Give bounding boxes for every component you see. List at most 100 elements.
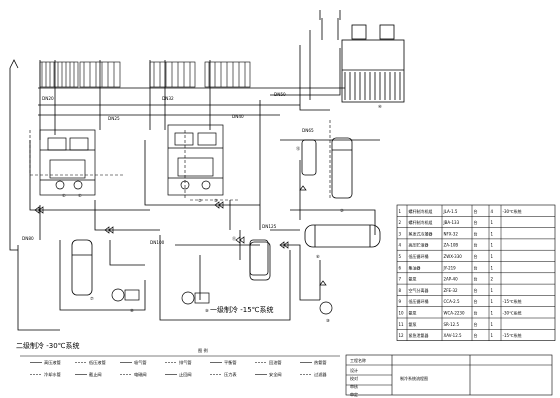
equipment-table-cell: 台 [474,264,478,270]
system-30-label: 二级制冷 -30℃系统 [16,341,80,350]
equipment-table-cell: JY-219 [443,265,457,270]
equipment-table-cell: ZA-10B [444,243,459,248]
top-manifold-1 [39,61,121,88]
equipment-table-cell: 低压循环桶 [409,298,429,304]
equipment-table-cell: 12 [399,333,405,338]
equipment-table-cell: 1 [491,265,494,270]
equipment-table-cell: 螺杆制冷机组 [409,219,433,225]
component-marker: ⑩ [326,318,330,323]
equipment-table-cell: 台 [474,287,478,293]
evaporative-condenser [341,24,405,103]
equipment-table-cell: 1 [491,299,494,304]
legend-item: 回油管 [269,359,282,366]
equipment-table-cell: 10 [399,311,405,316]
component-marker: ⑪ [232,235,237,242]
legend-item: 安全阀 [269,371,282,378]
piping [9,10,380,331]
equipment-table-cell: 台 [474,253,478,259]
component-marker: ⑫ [296,145,301,152]
equipment-table-cell: 氨泵 [409,276,417,282]
equipment-table-cell: 4 [491,209,494,214]
component-marker: ① [62,193,66,198]
component-marker: ⑧ [130,308,134,313]
compressor-unit-left [39,129,96,196]
component-marker: ⑥ [316,254,320,259]
legend: 图 例 高压液管低压液管吸气管排气管平衡管回油管热氨管冷却水管截止阀电磁阀止回阀… [20,347,340,378]
equipment-table-cell: CCA-2.5 [444,299,460,304]
equipment-table-cell: 蒸发式冷凝器 [409,230,433,236]
component-marker: ② [198,198,202,203]
equipment-table-cell: NFX-32 [444,231,459,236]
pipe-size-tag: DN50 [274,92,286,97]
component-marker: ⑦ [90,296,94,301]
equipment-table-cell: 空气分离器 [409,287,429,293]
equipment-table-cell: 台 [474,242,478,248]
legend-item: 吸气管 [134,359,147,366]
pipe-size-tag: DN40 [232,114,244,119]
horizontal-receiver [304,224,381,248]
pipe-size-tag: DN25 [108,116,120,121]
equipment-table-cell: 台 [474,321,478,327]
ammonia-pump-1 [111,288,140,302]
equipment-table-cell: 2AP-40 [444,277,459,282]
equipment-table-cell: 台 [474,219,478,225]
component-marker: ① [78,193,82,198]
pipe-size-tag: DN65 [302,128,314,133]
equipment-table-cell: 7 [399,277,402,282]
equipment-table-cell: 氨泵 [409,310,417,316]
oil-separator [331,137,353,199]
legend-item: 压力表 [224,371,237,378]
equipment-table-cell: JLA-1.5 [443,209,458,214]
title-block-row-label: 校对 [350,375,358,381]
equipment-table-cell: -15℃系统 [503,298,522,304]
equipment-table-cell: ZWX-330 [444,254,463,259]
equipment-table-cell: 3 [399,231,402,236]
equipment-table-cell: 8 [399,288,402,293]
pipe-size-tag: DN20 [42,96,54,101]
equipment-table-cell: 紧急泄氨器 [409,332,429,338]
top-manifold-2 [149,61,251,88]
equipment-table-cell: SR-12.5 [444,322,460,327]
legend-item: 平衡管 [224,359,237,366]
legend-item: 截止阀 [89,371,102,378]
equipment-table-cell: ZFE-32 [444,288,459,293]
pipe-size-tag: DN32 [162,96,174,101]
legend-item: 止回阀 [179,371,192,378]
equipment-table-cell: 2 [399,220,402,225]
equipment-table-cell: 氨泵 [409,321,417,327]
equipment-table-cell: WCA-2230 [444,311,465,316]
equipment-table-cell: 9 [399,299,402,304]
ammonia-pump-3 [319,301,333,315]
equipment-table-cell: 1 [491,333,494,338]
legend-item: 电磁阀 [134,371,147,378]
equipment-table-cell: 5 [399,254,402,259]
title-block-project: 工程名称 [350,357,366,363]
component-marker: ⑨ [205,308,209,313]
legend-item: 排气管 [179,359,192,366]
equipment-table-cell: 4 [399,243,402,248]
equipment-table-cell: 1 [399,209,402,214]
equipment-table-cell: 台 [474,276,478,282]
equipment-table-cell: 台 [474,298,478,304]
equipment-table-cell: 1 [491,311,494,316]
equipment-table-cell: -15℃系统 [503,332,522,338]
component-marker: ③ [214,198,218,203]
component-marker: ⑤ [340,208,344,213]
equipment-table-cell: 台 [474,332,478,338]
pipe-size-tag: DN100 [150,240,165,245]
title-block-row-label: 审定 [350,391,358,397]
title-block-row-label: 设计 [350,367,358,373]
equipment-table-cell: 低压循环桶 [409,253,429,259]
equipment-table-cell: 集油器 [409,264,421,270]
ammonia-pump-2 [181,291,210,305]
equipment-table-cell: 11 [399,322,405,327]
equipment-table-cell: 1 [491,254,494,259]
valves [34,185,327,286]
legend-item: 过滤器 [314,371,327,378]
legend-item: 热氨管 [314,359,327,366]
pipe-size-tag: DN80 [22,236,34,241]
compressor-unit-middle [167,124,224,196]
